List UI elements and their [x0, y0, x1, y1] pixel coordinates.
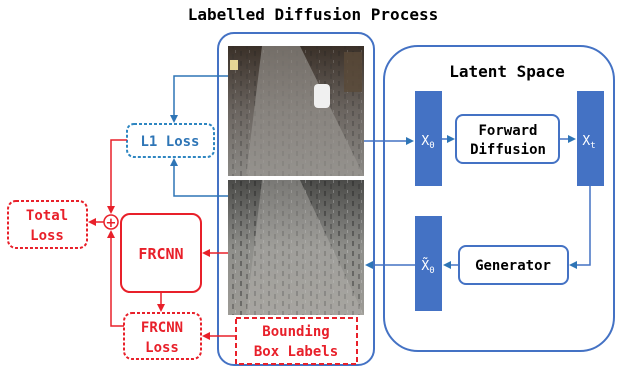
frcnn-loss-line2: Loss	[145, 340, 179, 356]
arrow-real-to-l1	[170, 75, 228, 123]
xhat0-block	[415, 216, 442, 311]
arrow-xt-to-generator	[569, 186, 591, 269]
total-loss-line2: Loss	[30, 228, 64, 244]
latent-space-panel	[383, 45, 615, 352]
generator-label: Generator	[475, 258, 551, 274]
bounding-box-labels-box	[235, 317, 358, 365]
xt-block	[577, 91, 604, 186]
arrow-frcnn-loss-to-sum	[107, 230, 124, 327]
diagram-title: Labelled Diffusion Process	[188, 5, 438, 24]
forward-diffusion-line2: Diffusion	[470, 142, 546, 158]
total-loss-line1: Total	[26, 208, 68, 224]
xt-label: Xt	[582, 134, 595, 151]
xhat0-label: X̃0	[421, 258, 434, 276]
frcnn-label: FRCNN	[138, 245, 183, 263]
l1-loss-label: L1 Loss	[140, 134, 199, 150]
total-loss-box	[7, 200, 88, 249]
latent-space-title: Latent Space	[449, 62, 565, 81]
frcnn-loss-line1: FRCNN	[141, 320, 183, 336]
arrow-l1-to-sum	[107, 139, 127, 214]
frcnn-loss-box	[123, 312, 202, 360]
generated-image	[228, 180, 364, 315]
arrow-generated-to-l1	[170, 158, 228, 197]
bounding-box-labels-line2: Box Labels	[254, 344, 338, 360]
real-image	[228, 46, 364, 176]
bounding-box-labels-line1: Bounding	[262, 324, 329, 340]
sum-symbol: +	[106, 216, 117, 231]
forward-diffusion-line1: Forward	[478, 123, 537, 139]
x0-label: X0	[421, 134, 434, 151]
x0-block	[415, 91, 442, 186]
